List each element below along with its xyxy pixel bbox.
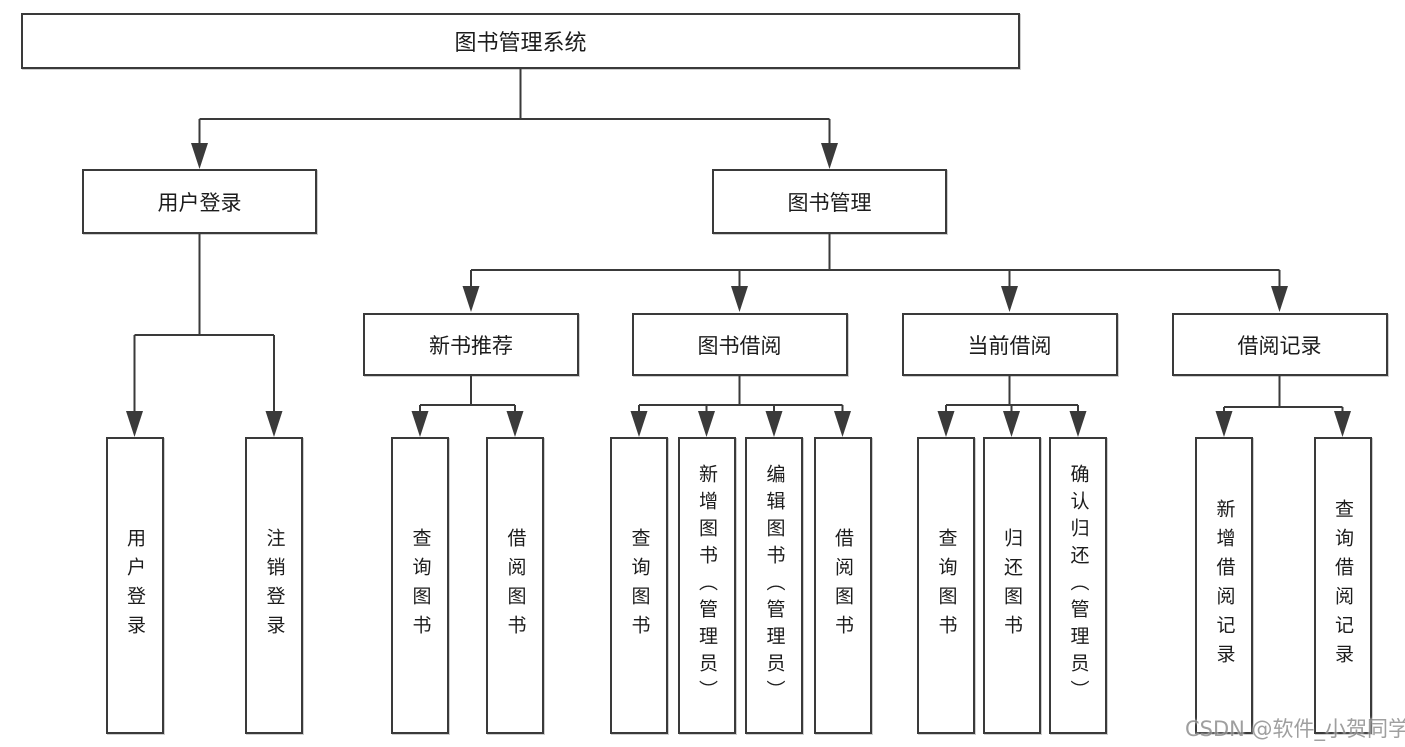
leaf-query-borrow-record: 查询借阅记录 — [1313, 437, 1372, 734]
node-book-borrow: 图书借阅 — [631, 313, 848, 376]
node-book-management: 图书管理 — [712, 169, 947, 234]
leaf-add-borrow-record: 新增借阅记录 — [1195, 437, 1253, 734]
leaf-confirm-return-admin: 确认归还（管理员） — [1049, 437, 1107, 734]
leaf-return-books: 归还图书 — [982, 437, 1041, 734]
leaf-edit-books-admin: 编辑图书（管理员） — [745, 437, 803, 734]
leaf-recommend-borrow-books: 借阅图书 — [486, 437, 544, 734]
node-library-management-system: 图书管理系统 — [21, 13, 1020, 69]
leaf-logout: 注销登录 — [245, 437, 303, 734]
leaf-current-query-books: 查询图书 — [917, 437, 975, 734]
node-new-book-recommend: 新书推荐 — [363, 313, 579, 376]
leaf-add-books-admin: 新增图书（管理员） — [677, 437, 736, 734]
node-current-borrow: 当前借阅 — [901, 313, 1118, 376]
leaf-borrow-books: 借阅图书 — [813, 437, 872, 734]
leaf-borrow-query-books: 查询图书 — [610, 437, 668, 734]
leaf-recommend-query-books: 查询图书 — [391, 437, 449, 734]
node-user-login: 用户登录 — [82, 169, 317, 234]
csdn-watermark: CSDN @软件_小贺同学 — [1185, 717, 1405, 741]
node-borrow-records: 借阅记录 — [1171, 313, 1388, 376]
leaf-user-login: 用户登录 — [105, 437, 164, 734]
